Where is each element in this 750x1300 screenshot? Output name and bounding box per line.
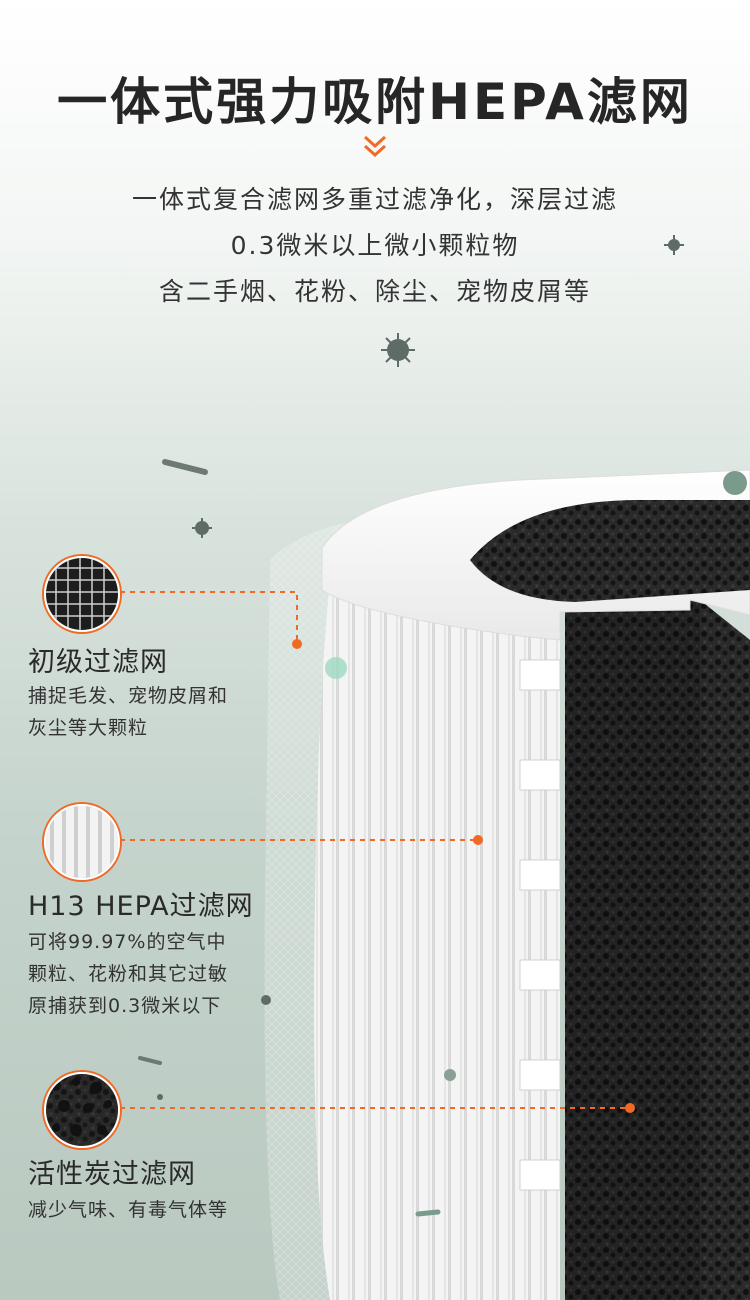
desc-line: 减少气味、有毒气体等: [28, 1199, 229, 1221]
chevron-down-double-icon: [363, 135, 387, 158]
layer-title-prefilter: 初级过滤网: [28, 647, 168, 678]
page-title: 一体式强力吸附HEPA滤网: [57, 73, 693, 131]
layer-desc-prefilter: 捕捉毛发、宠物皮屑和 灰尘等大颗粒: [28, 680, 228, 744]
layer-desc-hepa: 可将99.97%的空气中 颗粒、花粉和其它过敏 原捕获到0.3微米以下: [28, 926, 228, 1022]
desc-line: 原捕获到0.3微米以下: [28, 995, 222, 1017]
hepa-pleat-icon: [44, 804, 120, 880]
intro-line-2: 0.3微米以上微小颗粒物: [230, 231, 520, 260]
layer-title-hepa: H13 HEPA过滤网: [28, 891, 254, 922]
carbon-foam-icon: [44, 1072, 120, 1148]
intro-line-3: 含二手烟、花粉、除尘、宠物皮屑等: [158, 277, 591, 306]
desc-line: 颗粒、花粉和其它过敏: [28, 963, 229, 985]
desc-line: 可将99.97%的空气中: [28, 931, 227, 953]
desc-line: 灰尘等大颗粒: [28, 717, 149, 739]
prefilter-mesh-icon: [44, 556, 120, 632]
desc-line: 捕捉毛发、宠物皮屑和: [28, 685, 229, 707]
layer-desc-carbon: 减少气味、有毒气体等: [28, 1194, 228, 1226]
layer-title-carbon: 活性炭过滤网: [28, 1159, 196, 1190]
intro-line-1: 一体式复合滤网多重过滤净化，深层过滤: [131, 185, 618, 214]
